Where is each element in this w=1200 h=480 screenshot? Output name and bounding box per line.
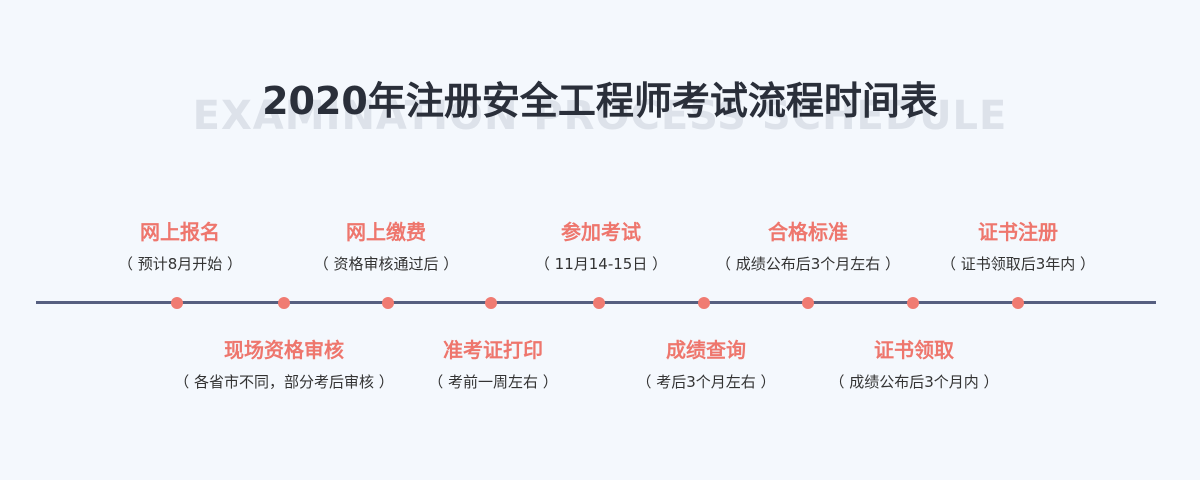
step-name: 证书注册 — [978, 220, 1058, 244]
step-time: （ 成绩公布后3个月内 ） — [829, 373, 999, 391]
step-admission-ticket-print: 准考证打印 （ 考前一周左右 ） — [313, 335, 673, 393]
step-name: 合格标准 — [768, 220, 848, 244]
step-online-payment: 网上缴费 （ 资格审核通过后 ） — [206, 217, 566, 275]
step-onsite-qualification-review: 现场资格审核 （ 各省市不同，部分考后审核 ） — [104, 335, 464, 393]
step-name: 网上报名 — [140, 220, 220, 244]
step-name: 成绩查询 — [666, 338, 746, 362]
step-take-exam: 参加考试 （ 11月14-15日 ） — [421, 217, 781, 275]
timeline-dot-7 — [802, 297, 814, 309]
timeline-dot-5 — [593, 297, 605, 309]
step-time: （ 成绩公布后3个月左右 ） — [715, 255, 901, 273]
step-certificate-collection: 证书领取 （ 成绩公布后3个月内 ） — [734, 335, 1094, 393]
timeline-dot-1 — [171, 297, 183, 309]
page-title: 2020年注册安全工程师考试流程时间表 — [262, 79, 938, 123]
step-passing-standard: 合格标准 （ 成绩公布后3个月左右 ） — [628, 217, 988, 275]
background-watermark-text: EXAMINATION PROCESS SCHEDULE — [192, 93, 1008, 139]
step-time: （ 资格审核通过后 ） — [313, 255, 459, 273]
step-name: 参加考试 — [561, 220, 641, 244]
step-time: （ 各省市不同，部分考后审核 ） — [174, 373, 394, 391]
step-name: 证书领取 — [874, 338, 954, 362]
step-score-inquiry: 成绩查询 （ 考后3个月左右 ） — [526, 335, 886, 393]
timeline-dot-6 — [698, 297, 710, 309]
step-name: 网上缴费 — [346, 220, 426, 244]
step-time: （ 11月14-15日 ） — [534, 255, 668, 273]
step-name: 准考证打印 — [443, 338, 543, 362]
step-name: 现场资格审核 — [224, 338, 344, 362]
timeline-dot-9 — [1012, 297, 1024, 309]
timeline-dot-8 — [907, 297, 919, 309]
step-time: （ 考后3个月左右 ） — [636, 373, 776, 391]
timeline-dot-3 — [382, 297, 394, 309]
step-time: （ 预计8月开始 ） — [117, 255, 243, 273]
step-certificate-registration: 证书注册 （ 证书领取后3年内 ） — [838, 217, 1198, 275]
timeline-dot-2 — [278, 297, 290, 309]
step-time: （ 证书领取后3年内 ） — [940, 255, 1096, 273]
step-time: （ 考前一周左右 ） — [428, 373, 558, 391]
timeline-dot-4 — [485, 297, 497, 309]
step-online-registration: 网上报名 （ 预计8月开始 ） — [0, 217, 360, 275]
